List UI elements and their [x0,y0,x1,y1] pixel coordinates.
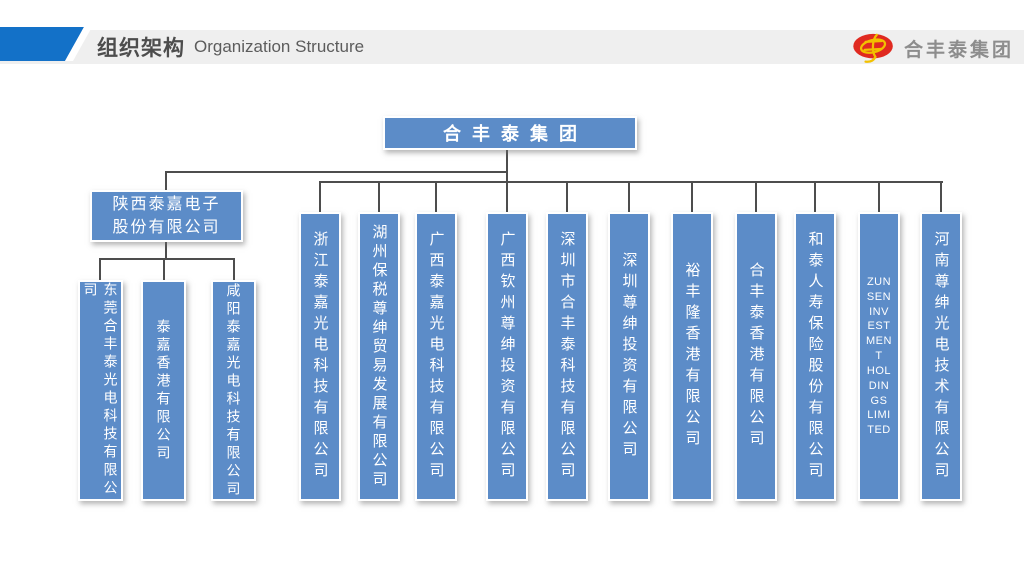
connector-stub [99,258,101,280]
org-box-label: 裕丰隆香港有限公司 [683,262,701,451]
header-accent-shape [0,27,92,61]
org-box-subsidiary: 合丰泰香港有限公司 [735,212,777,501]
org-box-label: 和泰人寿保险股份有限公司 [806,230,824,483]
connector-stub [814,181,816,212]
connector-rail-children [99,258,235,260]
page-title-en: Organization Structure [194,37,365,56]
logo-text: 合丰泰集团 [904,39,1015,61]
org-box-subsidiary: 广西泰嘉光电科技有限公司 [415,212,457,501]
connector-stub [940,181,942,212]
connector-rail-left [165,171,508,173]
connector-stub-shaanxi [165,171,167,190]
connector-stub [628,181,630,212]
org-box-subsidiary: 河南尊绅光电技术有限公司 [920,212,962,501]
connector-stub [319,181,321,212]
org-box-subsidiary: 湖州保税尊绅贸易发展有限公司 [358,212,400,501]
header-bar [0,30,1024,64]
org-box-label: 广西泰嘉光电科技有限公司 [427,230,445,483]
org-box-child: 东莞合丰泰光电科技有限公司 [78,280,123,501]
org-box-subsidiary: 和泰人寿保险股份有限公司 [794,212,836,501]
connector-stub [233,258,235,280]
connector-stub [163,258,165,280]
connector-stub-shaanxi-down [165,242,167,259]
org-box-subsidiary: 深圳市合丰泰科技有限公司 [546,212,588,501]
org-box-child: 咸阳泰嘉光电科技有限公司 [211,280,256,501]
org-box-label: 浙江泰嘉光电科技有限公司 [311,230,329,483]
org-box-subsidiary: 深圳尊绅投资有限公司 [608,212,650,501]
connector-rail-main [319,181,943,183]
org-box-label: 咸阳泰嘉光电科技有限公司 [225,282,242,499]
org-box-label: 合丰泰香港有限公司 [747,262,765,451]
org-box-label: 泰嘉香港有限公司 [155,318,172,463]
connector-stub [878,181,880,212]
org-box-subsidiary: 浙江泰嘉光电科技有限公司 [299,212,341,501]
connector-stub [566,181,568,212]
company-logo: 合丰泰集团 [852,33,1014,63]
page-title: 组织架构 Organization Structure [97,30,364,64]
logo-emblem-icon [853,33,893,63]
org-box-subsidiary: 裕丰隆香港有限公司 [671,212,713,501]
connector-stub [755,181,757,212]
org-box-label: 广西钦州尊绅投资有限公司 [498,230,516,483]
connector-stub [691,181,693,212]
connector-stub [378,181,380,212]
org-box-subsidiary: ZUN SEN INV EST MEN T HOL DIN GS LIMI TE… [858,212,900,501]
org-box-subsidiary: 广西钦州尊绅投资有限公司 [486,212,528,501]
org-box-child: 泰嘉香港有限公司 [141,280,186,501]
org-box-label: 河南尊绅光电技术有限公司 [932,230,950,483]
org-box-label: 深圳市合丰泰科技有限公司 [558,230,576,483]
page-title-zh: 组织架构 [97,37,185,60]
org-box-label: 湖州保税尊绅贸易发展有限公司 [370,223,388,490]
org-box-label: 东莞合丰泰光电科技有限公司 [82,282,119,498]
org-box-label: 深圳尊绅投资有限公司 [620,251,638,462]
connector-stub [435,181,437,212]
org-box-root: 合丰泰集团 [383,116,637,150]
org-box-shaanxi-taijia: 陕西泰嘉电子 股份有限公司 [90,190,243,242]
